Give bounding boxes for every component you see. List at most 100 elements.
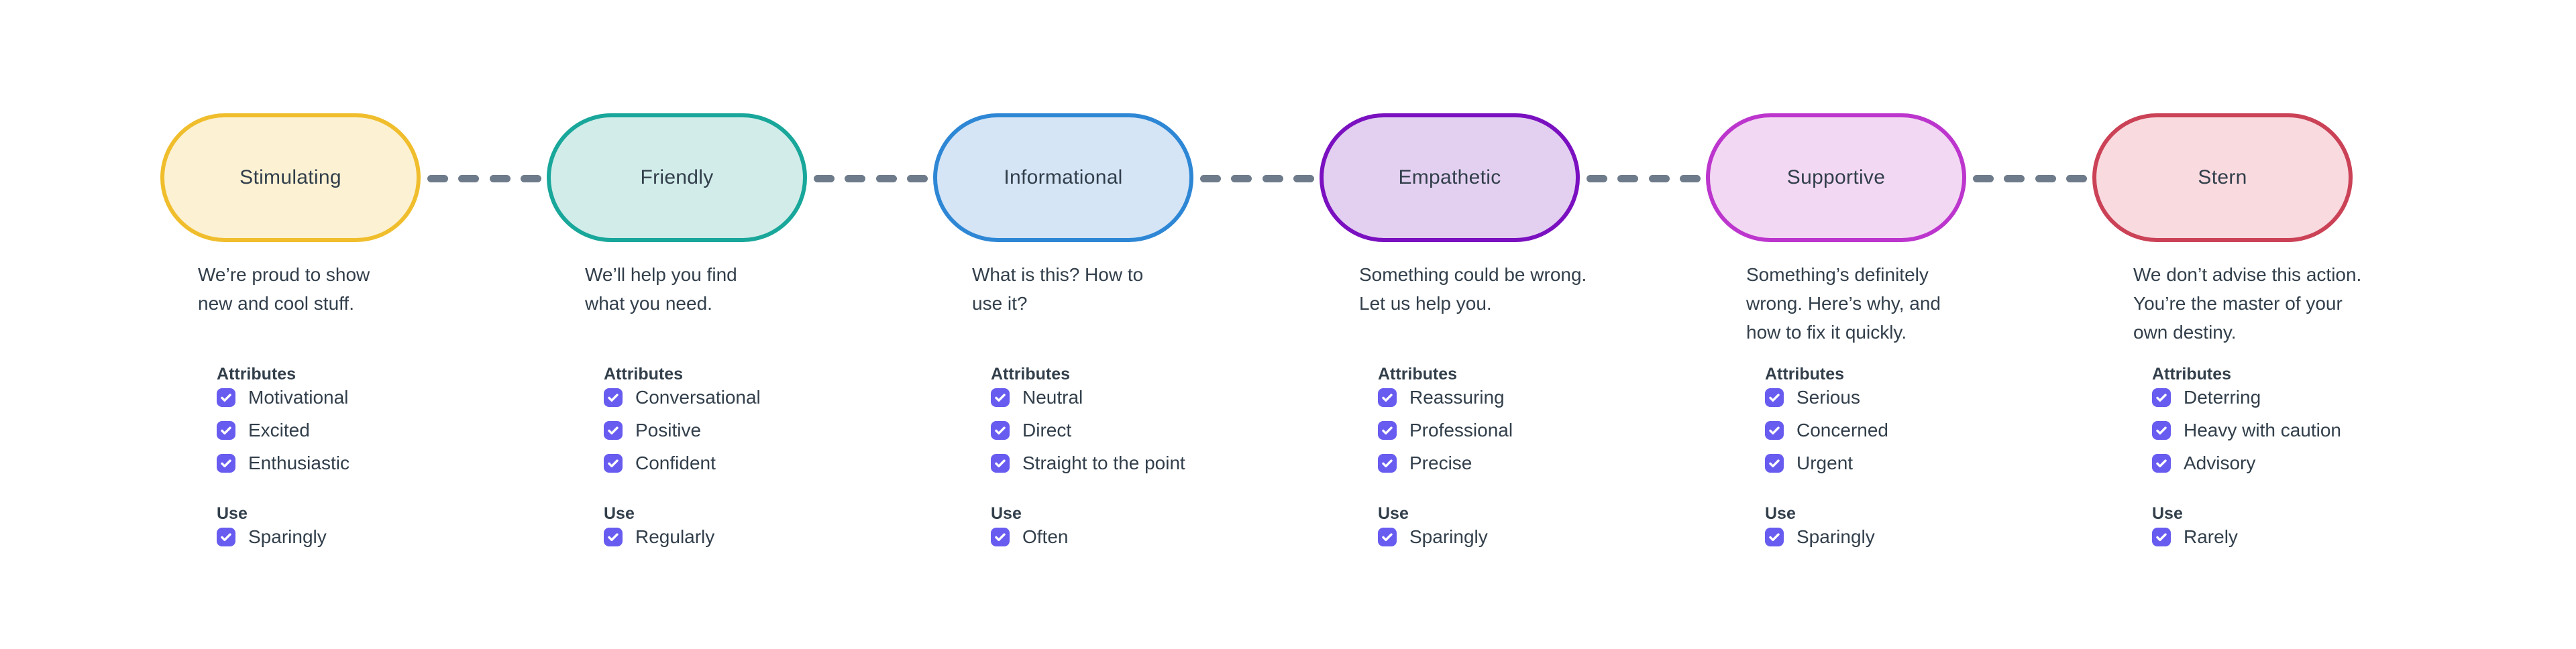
use-section: Use Sparingly [1765, 504, 1875, 560]
checkbox-checked-icon[interactable] [1765, 421, 1784, 440]
stage-pill-stern: Stern [2092, 113, 2353, 242]
checkbox-checked-icon[interactable] [1765, 388, 1784, 407]
connector-dash [845, 174, 866, 182]
attribute-row[interactable]: Enthusiastic [217, 453, 350, 473]
use-row[interactable]: Sparingly [1765, 527, 1875, 547]
attribute-label: Concerned [1796, 420, 1888, 440]
checkbox-checked-icon[interactable] [1378, 454, 1397, 473]
stage-pill-empathetic: Empathetic [1320, 113, 1580, 242]
checkbox-checked-icon[interactable] [217, 528, 235, 546]
attribute-row[interactable]: Deterring [2152, 388, 2341, 408]
checkbox-checked-icon[interactable] [1378, 388, 1397, 407]
checkbox-checked-icon[interactable] [2152, 421, 2171, 440]
connector-dash [1973, 174, 1994, 182]
connector-dash [1679, 174, 1701, 182]
checkbox-checked-icon[interactable] [217, 388, 235, 407]
attribute-row[interactable]: Precise [1378, 453, 1513, 473]
checkbox-checked-icon[interactable] [991, 421, 1010, 440]
checkbox-checked-icon[interactable] [991, 454, 1010, 473]
stage-details-supportive: Something’s definitely wrong. Here’s why… [1746, 260, 2068, 547]
checkbox-checked-icon[interactable] [1765, 528, 1784, 546]
checkbox-checked-icon[interactable] [1378, 528, 1397, 546]
attribute-row[interactable]: Confident [604, 453, 761, 473]
attribute-row[interactable]: Professional [1378, 420, 1513, 440]
connector-dash [2004, 174, 2025, 182]
attribute-row[interactable]: Excited [217, 420, 350, 440]
checkbox-checked-icon[interactable] [217, 421, 235, 440]
attribute-row[interactable]: Straight to the point [991, 453, 1185, 473]
description-line: Let us help you. [1359, 293, 1492, 314]
use-label: Often [1022, 526, 1069, 547]
checkbox-checked-icon[interactable] [604, 528, 623, 546]
stage-pill-friendly: Friendly [547, 113, 807, 242]
attribute-row[interactable]: Positive [604, 420, 761, 440]
use-row[interactable]: Sparingly [217, 527, 327, 547]
attribute-row[interactable]: Advisory [2152, 453, 2341, 473]
connector-dash [1200, 174, 1221, 182]
attributes-section: Attributes Deterring Heavy with caution … [2152, 364, 2341, 486]
checkbox-checked-icon[interactable] [604, 454, 623, 473]
description-line: What is this? How to [972, 264, 1144, 285]
stage-pill-stimulating: Stimulating [160, 113, 421, 242]
attributes-heading: Attributes [217, 365, 297, 384]
stage-description: We’ll help you find what you need. [585, 260, 907, 318]
attribute-row[interactable]: Neutral [991, 388, 1185, 408]
use-row[interactable]: Sparingly [1378, 527, 1488, 547]
use-label: Sparingly [1796, 526, 1875, 547]
attributes-heading: Attributes [991, 365, 1071, 384]
stage-details-stimulating: We’re proud to show new and cool stuff. … [198, 260, 520, 547]
checkbox-checked-icon[interactable] [604, 421, 623, 440]
use-label: Sparingly [248, 526, 327, 547]
attribute-row[interactable]: Direct [991, 420, 1185, 440]
checkbox-checked-icon[interactable] [604, 388, 623, 407]
use-heading: Use [604, 504, 635, 523]
attribute-row[interactable]: Conversational [604, 388, 761, 408]
checkbox-checked-icon[interactable] [2152, 388, 2171, 407]
stage-details-friendly: We’ll help you find what you need. Attri… [585, 260, 907, 547]
connector-dashed-line [1973, 174, 2087, 182]
checkbox-checked-icon[interactable] [2152, 454, 2171, 473]
attributes-section: Attributes Motivational Excited Enthusia… [217, 364, 350, 486]
attributes-section: Attributes Conversational Positive Confi… [604, 364, 761, 486]
attribute-label: Confident [635, 453, 716, 473]
attribute-row[interactable]: Urgent [1765, 453, 1888, 473]
description-line: Something could be wrong. [1359, 264, 1587, 285]
connector-dash [427, 174, 448, 182]
attribute-label: Advisory [2184, 453, 2256, 473]
attributes-heading: Attributes [604, 365, 684, 384]
use-row[interactable]: Often [991, 527, 1068, 547]
stage-details-informational: What is this? How to use it? Attributes … [972, 260, 1294, 547]
connector-dash [520, 174, 541, 182]
connector-dash [1617, 174, 1639, 182]
checkbox-checked-icon[interactable] [2152, 528, 2171, 546]
attribute-row[interactable]: Motivational [217, 388, 350, 408]
attribute-row[interactable]: Reassuring [1378, 388, 1513, 408]
connector-dash [906, 174, 928, 182]
checkbox-checked-icon[interactable] [1378, 421, 1397, 440]
connector-dash [1648, 174, 1670, 182]
connector-dash [1293, 174, 1314, 182]
use-label: Sparingly [1409, 526, 1488, 547]
description-line: You’re the master of your [2133, 293, 2343, 314]
description-line: We’re proud to show [198, 264, 370, 285]
attributes-section: Attributes Reassuring Professional Preci… [1378, 364, 1513, 486]
description-line: how to fix it quickly. [1746, 322, 1907, 343]
use-label: Rarely [2184, 526, 2238, 547]
stage-description: We don’t advise this action. You’re the … [2133, 260, 2455, 347]
stage-description: Something could be wrong. Let us help yo… [1359, 260, 1681, 318]
use-section: Use Often [991, 504, 1068, 560]
attribute-label: Professional [1409, 420, 1513, 440]
checkbox-checked-icon[interactable] [991, 528, 1010, 546]
use-label: Regularly [635, 526, 715, 547]
use-row[interactable]: Rarely [2152, 527, 2238, 547]
checkbox-checked-icon[interactable] [217, 454, 235, 473]
attributes-section: Attributes Neutral Direct Straight to th… [991, 364, 1185, 486]
attribute-row[interactable]: Heavy with caution [2152, 420, 2341, 440]
attribute-label: Straight to the point [1022, 453, 1185, 473]
checkbox-checked-icon[interactable] [991, 388, 1010, 407]
use-row[interactable]: Regularly [604, 527, 714, 547]
checkbox-checked-icon[interactable] [1765, 454, 1784, 473]
attribute-row[interactable]: Concerned [1765, 420, 1888, 440]
attribute-row[interactable]: Serious [1765, 388, 1888, 408]
